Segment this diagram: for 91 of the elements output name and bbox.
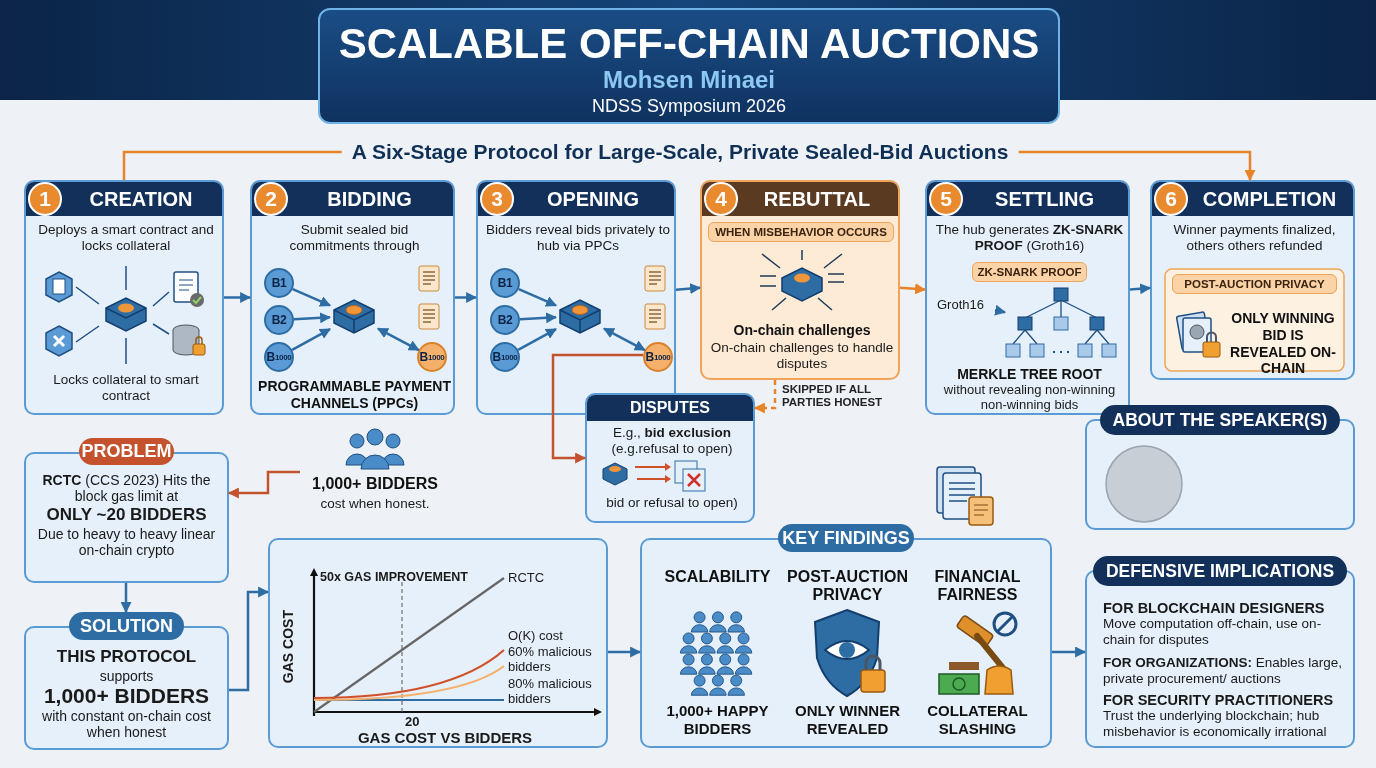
finding-result: 1,000+ HAPPY BIDDERS (665, 702, 770, 738)
stage-card (24, 180, 224, 415)
series-label: 80% malicious bidders (508, 676, 593, 706)
bidder-circle: B1 (264, 268, 294, 298)
description-text: Submit sealed bid commitments through (288, 222, 421, 255)
finding-result: ONLY WINNER REVEALED (794, 702, 901, 738)
description-text: Move computation off-chain, use on-chain for disputes (1103, 616, 1323, 648)
tick-label: 20 (405, 714, 421, 729)
series-label: O(K) cost (508, 628, 564, 643)
chart-annotation: 50x GAS IMPROVEMENT (320, 570, 469, 584)
arrow (518, 287, 557, 307)
description-text: FOR ORGANIZATIONS: Enables large, private procurement/ auctions (1103, 655, 1344, 687)
stage-card (250, 180, 455, 415)
highlight-text: MERKLE TREE ROOT (956, 366, 1103, 383)
finding-result: COLLATERAL SLASHING (926, 702, 1029, 738)
stage-card (925, 180, 1130, 415)
audience-heading: FOR BLOCKCHAIN DESIGNERS (1103, 600, 1325, 616)
arrow (455, 292, 478, 303)
description-text: Winner payments finalized, others others refunded (1172, 222, 1337, 255)
series-label: 60% malicious bidders (508, 644, 593, 674)
speaker-card (1085, 405, 1355, 530)
findings-card (640, 524, 1052, 748)
bidder-circle: B2 (490, 305, 520, 335)
arrow (1129, 283, 1152, 295)
chart-card (268, 538, 608, 748)
description-text: RCTC (CCS 2023) Hits the block gas limit at (41, 472, 212, 505)
proof-label: Groth16 (937, 295, 995, 313)
highlight-text: PROGRAMMABLE PAYMENT CHANNELS (PPCs) (257, 378, 452, 412)
arrow (994, 304, 1007, 316)
section-title: PROBLEM (79, 438, 174, 465)
stage-card (700, 180, 900, 380)
disputes-card (585, 393, 755, 523)
description-text: Deploys a smart contract and locks collateral (37, 222, 215, 255)
description-text: bid or refusal to open) (605, 495, 739, 512)
dashed-arrow (753, 380, 777, 414)
bidder-circle: B1 (490, 268, 520, 298)
audience-heading: FOR SECURITY PRACTITIONERS (1103, 692, 1334, 709)
double-arrow (377, 327, 420, 352)
highlight-text: 1,000+ BIDDERS (311, 475, 439, 493)
arrow (675, 283, 702, 295)
author-name: Mohsen Minaei (602, 66, 776, 94)
finding-title: POST-AUCTION PRIVACY (786, 568, 909, 605)
description-text: Due to heavy to heavy linear on-chain crypto (36, 526, 217, 559)
stage-card (1150, 180, 1355, 380)
arrow (120, 583, 132, 614)
arrow (519, 312, 558, 324)
arrow (229, 586, 270, 692)
description-text: Trust the underlying blockchain; hub misbehavior is economically irrational (1103, 708, 1328, 740)
description-text: Bidders reveal bids privately to hub via PPCs (486, 222, 670, 255)
finding-title: SCALABILITY (663, 568, 772, 587)
arrow (292, 287, 331, 307)
solution-card (24, 612, 229, 750)
arrow (291, 328, 331, 351)
description-text: supports (99, 668, 154, 685)
section-title: ABOUT THE SPEAKER(S) (1100, 405, 1340, 435)
description-text: On-chain challenges to handle disputes (709, 340, 895, 373)
bidder-circle: B2 (264, 305, 294, 335)
description-text: with constant on-chain cost when honest (41, 708, 212, 741)
description-text: Locks collateral to smart contract (52, 372, 200, 405)
section-title: KEY FINDINGS (778, 524, 914, 552)
arrow (293, 312, 332, 324)
highlight-pill: ZK-SNARK PROOF (972, 262, 1087, 282)
series-label: RCTC (508, 570, 546, 585)
conference-name: NDSS Symposium 2026 (590, 96, 788, 117)
highlight-pill: POST-AUCTION PRIVACY (1172, 274, 1337, 294)
highlight-text: ONLY WINNING BID IS REVEALED ON-CHAIN (1229, 310, 1337, 378)
highlight-text: On-chain challenges (732, 322, 872, 339)
arrow (899, 283, 927, 295)
arrow (517, 328, 557, 351)
arrow (551, 353, 643, 464)
description-text: E.g., bid exclusion (e.g.refusal to open) (610, 425, 734, 458)
finding-title: FINANCIAL FAIRNESS (933, 568, 1022, 605)
axis-title: GAS COST VS BIDDERS (356, 729, 534, 746)
section-title: SOLUTION (69, 612, 184, 640)
description-text: cost when honest. (319, 496, 431, 513)
title: SCALABLE OFF-CHAIN AUCTIONS (337, 20, 1041, 68)
axis-title: GAS COST (280, 610, 296, 684)
arrow (227, 470, 300, 499)
double-arrow (603, 327, 646, 352)
arrow (1052, 646, 1087, 658)
section-title: DISPUTES (587, 395, 753, 421)
highlight-pill: WHEN MISBEHAVIOR OCCURS (708, 222, 894, 242)
arrow (608, 646, 642, 658)
highlight-text: ONLY ~20 BIDDERS (46, 505, 207, 526)
section-title: DEFENSIVE IMPLICATIONS (1093, 556, 1347, 586)
arrow (224, 292, 252, 303)
implications-card (1085, 556, 1355, 748)
highlight-text: THIS PROTOCOL (56, 647, 197, 667)
description-text: The hub generates ZK-SNARK PROOF (Groth16) (934, 222, 1125, 255)
highlight-text: 1,000+ BIDDERS (43, 684, 210, 709)
problem-card (24, 438, 229, 583)
